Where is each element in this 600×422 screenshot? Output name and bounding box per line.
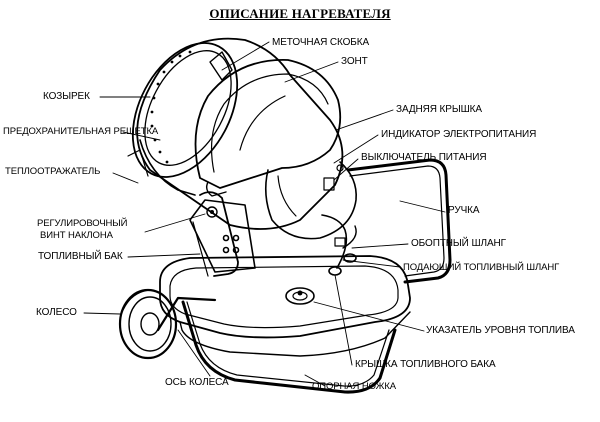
tilt-bracket [199,191,239,277]
heat-reflector [139,139,196,196]
label-power-indicator: ИНДИКАТОР ЭЛЕКТРОПИТАНИЯ [381,129,537,140]
label-tilt-screw-line2: ВИНТ НАКЛОНА [40,230,113,241]
power-indicator [336,164,344,172]
power-switch [323,177,335,191]
label-supply-hose: ПОДАЮЩИЙ ТОПЛИВНЫЙ ШЛАНГ [403,262,560,273]
support-leg [181,300,397,394]
heater-body [136,37,344,230]
label-fuel-tank: ТОПЛИВНЫЙ БАК [38,251,123,262]
label-wheel: КОЛЕСО [36,307,77,318]
label-guard: ПРЕДОХРАНИТЕЛЬНАЯ РЕШЕТКА [3,126,159,137]
label-support-leg: ОПОРНАЯ НОЖКА [312,381,397,392]
diagram-title: ОПИСАНИЕ НАГРЕВАТЕЛЯ [209,6,391,21]
back-cover [264,161,357,240]
fuel-hoses [321,214,348,269]
label-umbrella: ЗОНТ [341,56,368,67]
label-back-cover: ЗАДНЯЯ КРЫШКА [396,104,482,115]
label-fuel-gauge: УКАЗАТЕЛЬ УРОВНЯ ТОПЛИВА [426,325,575,336]
wheel-axle [156,296,217,332]
mark-bracket [209,51,233,81]
umbrella-hood [194,59,342,189]
label-return-hose: ОБОПТНЫЙ ШЛАНГ [411,238,506,249]
label-heat-reflector: ТЕПЛООТРАЖАТЕЛЬ [5,166,101,177]
handle-bar [346,158,452,284]
label-visor: КОЗЫРЕК [43,91,90,102]
label-power-switch: ВЫКЛЮЧАТЕЛЬ ПИТАНИЯ [361,152,487,163]
label-handle: РУЧКА [448,205,480,216]
label-tilt-screw-line1: РЕГУЛИРОВОЧНЫЙ [37,218,128,229]
label-mark-bracket: МЕТОЧНАЯ СКОБКА [272,37,370,48]
label-fuel-cap: КРЫШКА ТОПЛИВНОГО БАКА [355,359,496,370]
label-wheel-axle: ОСЬ КОЛЕСА [165,377,229,388]
